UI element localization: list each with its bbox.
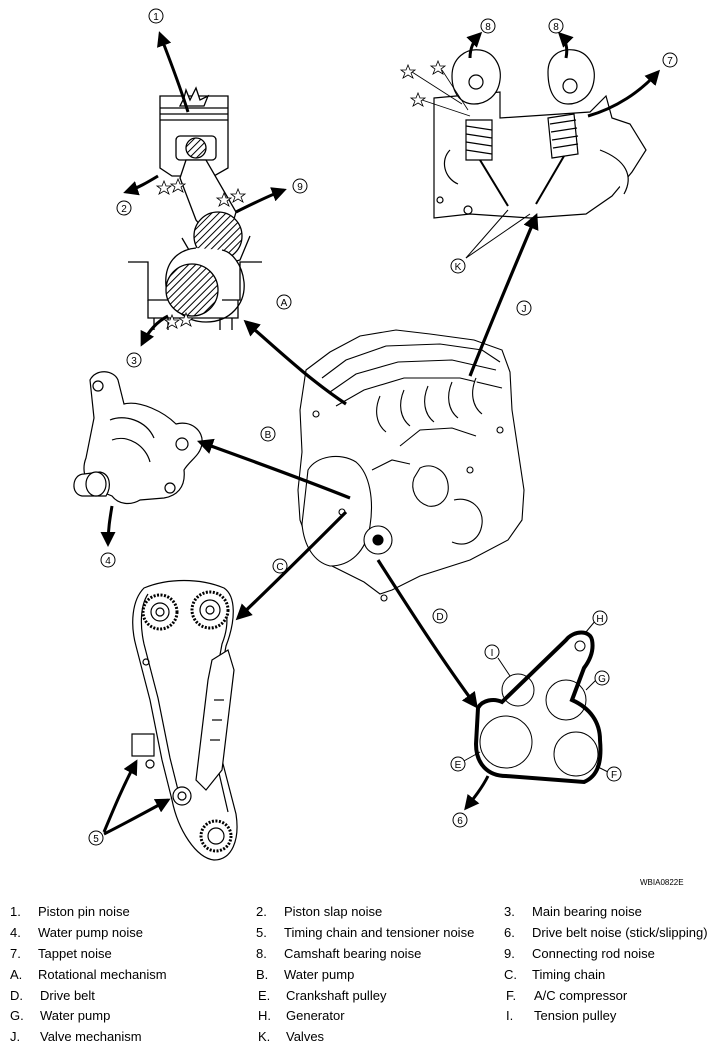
svg-text:1: 1 <box>153 12 159 23</box>
cam-stars <box>399 59 471 117</box>
svg-text:A: A <box>281 298 288 309</box>
valves-leader <box>465 209 531 259</box>
engine-block <box>297 329 525 602</box>
figure-code: WBIA0822E <box>640 878 684 887</box>
callout-3: 3 <box>126 352 142 368</box>
callout-G: G <box>594 670 610 686</box>
valve-noise-arrows <box>466 31 661 118</box>
svg-text:2: 2 <box>121 204 127 215</box>
water-pump <box>73 371 203 505</box>
callout-C: C <box>272 558 288 574</box>
callout-7: 7 <box>662 52 678 68</box>
callout-H: H <box>592 610 608 626</box>
piston-assembly <box>128 86 262 330</box>
svg-text:C: C <box>276 562 283 573</box>
svg-text:F: F <box>611 770 617 781</box>
callout-A: A <box>276 294 292 310</box>
callout-K: K <box>450 258 466 274</box>
callout-F: F <box>606 766 622 782</box>
cylinder-head <box>433 49 647 219</box>
timing-chain <box>131 579 238 861</box>
svg-text:7: 7 <box>667 56 673 67</box>
svg-text:K: K <box>455 262 462 273</box>
svg-text:B: B <box>265 430 272 441</box>
timing-chain-noise-arrows <box>102 759 171 836</box>
callout-B: B <box>260 426 276 442</box>
drive-belt-noise-arrow <box>464 775 490 811</box>
callout-9: 9 <box>292 178 308 194</box>
reference-arrows <box>196 213 539 709</box>
callout-6: 6 <box>452 812 468 828</box>
callout-5: 5 <box>88 830 104 846</box>
callout-4: 4 <box>100 552 116 568</box>
callout-I: I <box>484 644 500 660</box>
svg-text:H: H <box>596 614 603 625</box>
svg-text:I: I <box>491 648 494 659</box>
svg-text:3: 3 <box>131 356 137 367</box>
callout-8a: 8 <box>480 18 496 34</box>
svg-text:8: 8 <box>485 22 491 33</box>
callout-1: 1 <box>148 8 164 24</box>
water-pump-noise-arrow <box>100 505 116 547</box>
svg-text:J: J <box>522 304 527 315</box>
svg-text:9: 9 <box>297 182 303 193</box>
drive-belt <box>473 630 603 785</box>
callouts: 1 2 3 9 A 8 8 7 K J B 4 C D H I <box>88 8 678 846</box>
piston-noise-arrows <box>123 31 287 347</box>
svg-text:6: 6 <box>457 816 463 827</box>
svg-text:E: E <box>455 760 462 771</box>
callout-D: D <box>432 608 448 624</box>
callout-2: 2 <box>116 200 132 216</box>
svg-text:D: D <box>436 612 443 623</box>
callout-E: E <box>450 756 466 772</box>
engine-noise-diagram: 1 2 3 9 A 8 8 7 K J B 4 C D H I <box>73 8 678 861</box>
svg-text:8: 8 <box>553 22 559 33</box>
svg-text:5: 5 <box>93 834 99 845</box>
callout-J: J <box>516 300 532 316</box>
svg-text:G: G <box>598 674 606 685</box>
svg-text:4: 4 <box>105 556 111 567</box>
callout-8b: 8 <box>548 18 564 34</box>
